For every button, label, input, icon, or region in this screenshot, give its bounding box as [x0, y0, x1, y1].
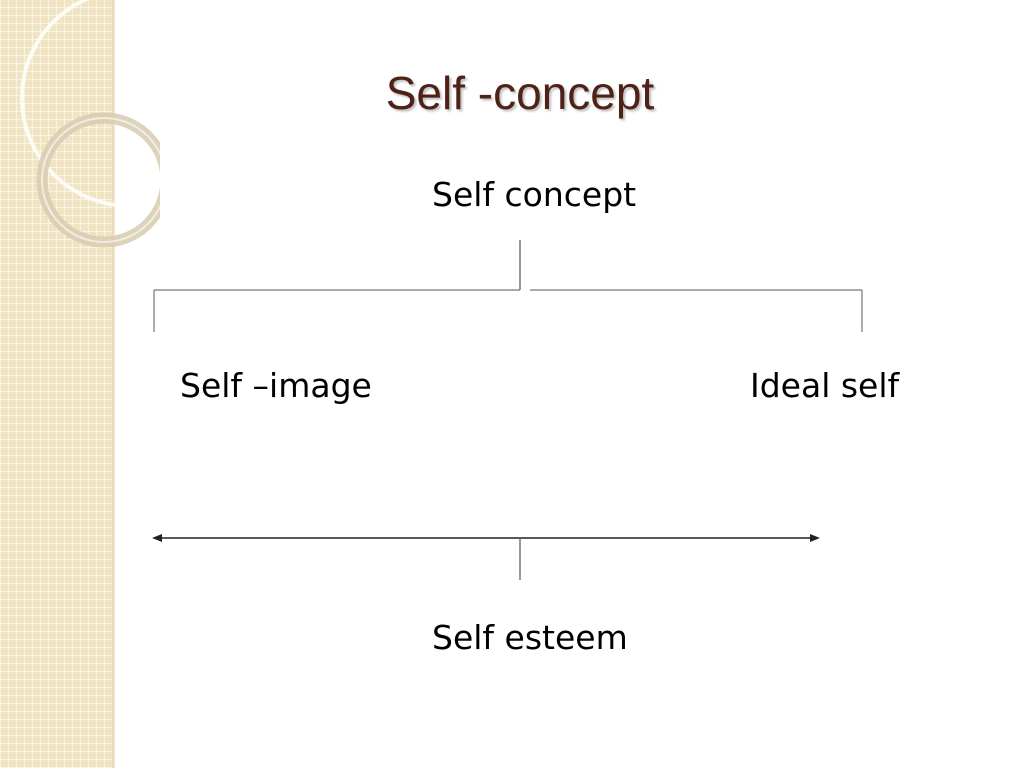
node-ideal-self: Ideal self [750, 366, 900, 405]
decorative-side-band [0, 0, 112, 768]
slide-title: Self -concept [385, 67, 655, 119]
decorative-circles [20, 0, 160, 248]
node-self-image: Self –image [180, 366, 372, 405]
node-self-concept: Self concept [432, 175, 637, 214]
side-band-edge [112, 0, 115, 768]
arrow-head-left [152, 534, 162, 542]
arrow-head-right [810, 534, 820, 542]
decorative-circle-small-highlight [41, 117, 160, 243]
decorative-circle-large [20, 0, 160, 208]
node-self-esteem: Self esteem [432, 618, 628, 657]
